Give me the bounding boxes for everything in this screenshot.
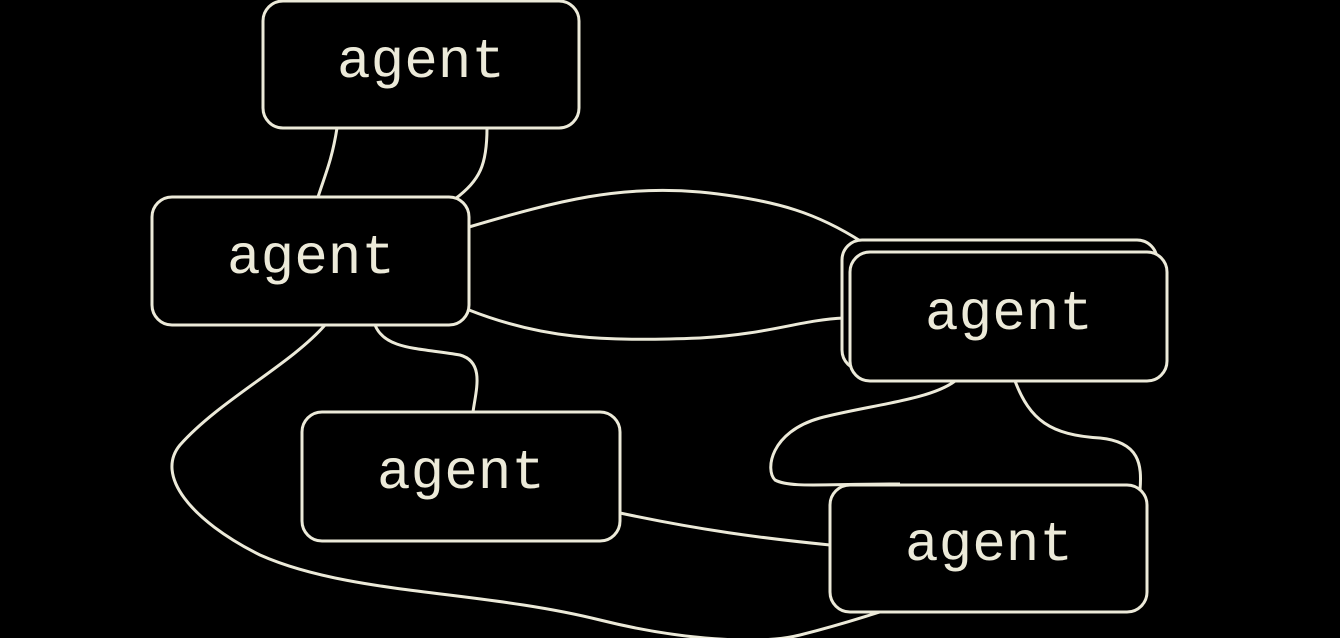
node-label: agent xyxy=(925,282,1093,346)
node-box xyxy=(848,250,1169,383)
node-box xyxy=(261,0,581,130)
edge-n1-n2-a xyxy=(316,127,339,198)
edge-n3-n5-left xyxy=(769,379,956,487)
node-n5[interactable]: agent xyxy=(828,483,1149,614)
edge-n2-n5-loop xyxy=(170,324,881,638)
node-box xyxy=(150,195,471,327)
edge-n1-n2-b xyxy=(454,127,489,201)
edges xyxy=(170,127,1142,638)
node-n2[interactable]: agent xyxy=(150,195,471,327)
node-box xyxy=(828,483,1149,614)
node-n4[interactable]: agent xyxy=(300,410,622,543)
edge-n3-n5-right xyxy=(1013,380,1142,491)
node-label: agent xyxy=(337,30,505,94)
edge-n2-n3-bottom xyxy=(468,308,845,341)
node-label: agent xyxy=(227,226,395,290)
node-box xyxy=(300,410,622,543)
node-label: agent xyxy=(905,513,1073,577)
edge-n2-n3-top xyxy=(468,188,863,244)
node-n3[interactable]: agent xyxy=(840,238,1169,383)
edge-n2-n4 xyxy=(373,324,479,413)
edge-n4-n5 xyxy=(619,511,831,547)
node-label: agent xyxy=(377,441,545,505)
node-n1[interactable]: agent xyxy=(261,0,581,130)
